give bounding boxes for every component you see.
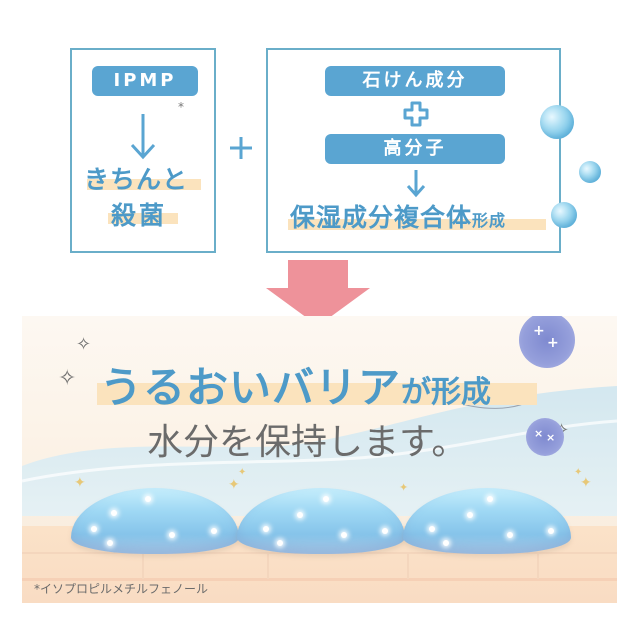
big-arrow-down-icon (266, 260, 370, 326)
highlight-bar (97, 383, 537, 405)
polymer-label: 高分子 (383, 138, 447, 159)
arrow-down-icon (406, 170, 426, 198)
tile-line (22, 578, 617, 581)
polymer-pill: 高分子 (325, 134, 505, 164)
gold-sparkle-icon: ✦ (580, 475, 592, 491)
footnote: *イソプロピルメチルフェノール (34, 582, 209, 596)
purple-particle: ×× (526, 418, 564, 456)
sparkle-icon: ✧ (58, 366, 77, 391)
tile-line (407, 553, 409, 579)
gold-sparkle-icon: ✦ (238, 467, 247, 478)
tile-line (537, 553, 539, 579)
asterisk-mark: * (178, 100, 184, 114)
plus-icon (230, 137, 252, 159)
result-sakkin: 殺菌 (111, 201, 168, 230)
bubble-decoration (540, 105, 574, 139)
ipmp-pill: IPMP (92, 66, 198, 96)
gold-sparkle-icon: ✦ (74, 475, 86, 491)
bubble-decoration (551, 202, 577, 228)
gold-sparkle-icon: ✦ (399, 481, 409, 494)
headline-suffix: が形成 (401, 375, 492, 410)
bubble-decoration (579, 161, 601, 183)
highlight-bar (288, 219, 546, 230)
moisture-barrier-panel: ✧ ✧ ✧ ++ ×× うるおいバリアが形成 水分を保持します。 ✦ ✦ ✦ ✦… (22, 316, 617, 603)
arrow-down-icon (130, 114, 156, 160)
result-kichinto: きちんと (84, 165, 189, 194)
complex-result: 保湿成分複合体形成 (290, 198, 506, 234)
tile-line (142, 553, 144, 579)
subline: 水分を保持します。 (147, 422, 468, 463)
plus-icon (403, 101, 429, 127)
headline: うるおいバリアが形成 (100, 354, 491, 415)
purple-particle: ++ (519, 316, 575, 368)
soap-label: 石けん成分 (362, 70, 468, 91)
sparkle-icon: ✧ (76, 334, 92, 355)
complex-result-main: 保湿成分複合体 (290, 203, 473, 232)
complex-result-suffix: 形成 (472, 211, 507, 230)
gold-sparkle-icon: ✦ (574, 467, 583, 478)
ipmp-label: IPMP (113, 70, 177, 91)
tile-line (267, 553, 269, 579)
highlight-bar (87, 179, 201, 190)
soap-pill: 石けん成分 (325, 66, 505, 96)
highlight-bar (108, 213, 178, 224)
headline-main: うるおいバリア (100, 363, 402, 412)
gold-sparkle-icon: ✦ (228, 477, 240, 493)
